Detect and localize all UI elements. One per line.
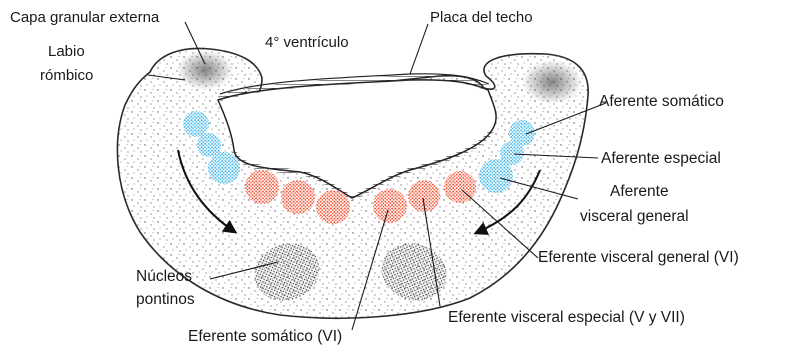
label-aferente-visceral-line1: Aferente xyxy=(610,183,669,200)
capa-granular-left xyxy=(177,50,233,90)
label-placa-del-techo: Placa del techo xyxy=(430,9,533,26)
afferent-nucleus xyxy=(183,111,209,137)
afferent-nucleus xyxy=(197,133,221,157)
label-aferente-especial: Aferente especial xyxy=(601,150,721,167)
afferent-nucleus xyxy=(208,152,240,184)
label-nucleos-line1: Núcleos xyxy=(136,268,192,285)
label-cuarto-ventriculo: 4° ventrículo xyxy=(265,34,349,51)
label-labio-rombico-line1: Labio xyxy=(48,43,85,60)
afferent-nucleus xyxy=(479,159,513,193)
label-labio-rombico-line2: rómbico xyxy=(40,67,93,84)
label-eferente-visceral-general: Eferente visceral general (VI) xyxy=(538,249,739,266)
efferent-nucleus xyxy=(281,180,315,214)
efferent-nucleus xyxy=(316,190,350,224)
efferent-nucleus xyxy=(373,189,407,223)
label-aferente-visceral-line2: visceral general xyxy=(580,208,689,225)
label-aferente-somatico: Aferente somático xyxy=(599,93,724,110)
label-eferente-somatico: Eferente somático (VI) xyxy=(188,328,342,345)
label-eferente-visceral-especial: Eferente visceral especial (V y VII) xyxy=(448,309,685,326)
capa-granular-right xyxy=(522,60,582,104)
label-nucleos-line2: pontinos xyxy=(136,291,195,308)
label-capa-granular-externa: Capa granular externa xyxy=(10,9,160,26)
efferent-nucleus xyxy=(245,170,279,204)
leader-placa-techo xyxy=(410,24,428,74)
